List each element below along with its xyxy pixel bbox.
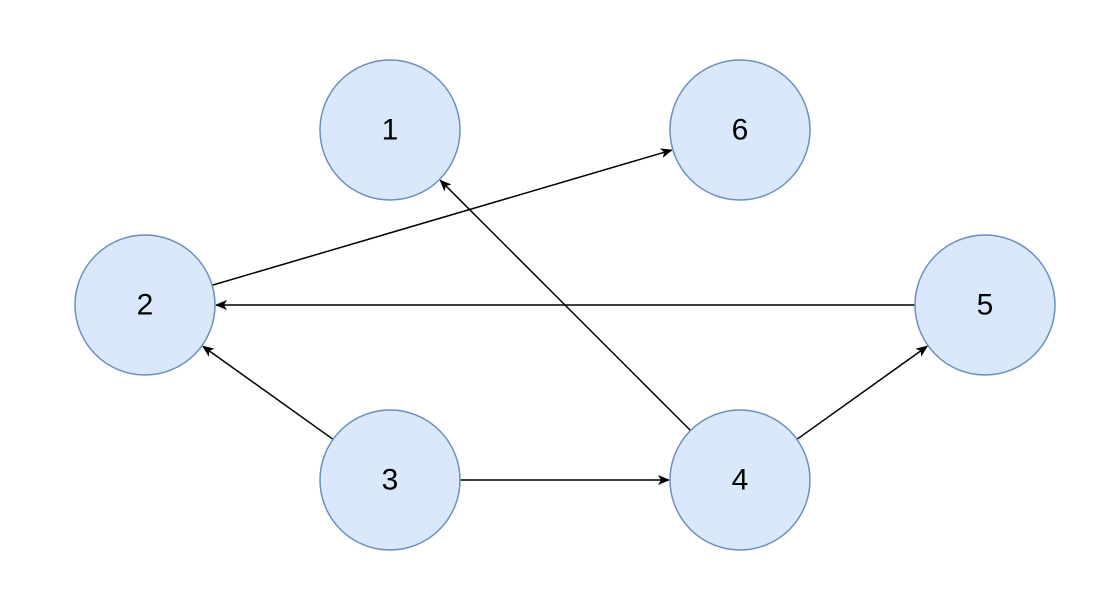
node-6: 6 (669, 59, 811, 201)
node-circle (74, 234, 216, 376)
node-label: 5 (977, 289, 994, 322)
node-circle (669, 59, 811, 201)
node-5: 5 (914, 234, 1056, 376)
node-label: 4 (732, 464, 749, 497)
edge-4-to-1 (439, 179, 692, 432)
nodes-layer: 1 2 3 4 5 6 (74, 59, 1056, 551)
node-1: 1 (319, 59, 461, 201)
node-4: 4 (669, 409, 811, 551)
node-circle (669, 409, 811, 551)
node-label: 6 (732, 114, 749, 147)
node-label: 2 (137, 289, 154, 322)
node-3: 3 (319, 409, 461, 551)
node-label: 3 (382, 464, 399, 497)
node-circle (914, 234, 1056, 376)
edge-2-to-6 (211, 148, 673, 286)
edge-4-to-5 (796, 345, 929, 440)
node-2: 2 (74, 234, 216, 376)
edge-3-to-2 (201, 345, 334, 440)
node-label: 1 (382, 114, 399, 147)
node-circle (319, 409, 461, 551)
edges-layer (201, 148, 929, 485)
node-circle (319, 59, 461, 201)
